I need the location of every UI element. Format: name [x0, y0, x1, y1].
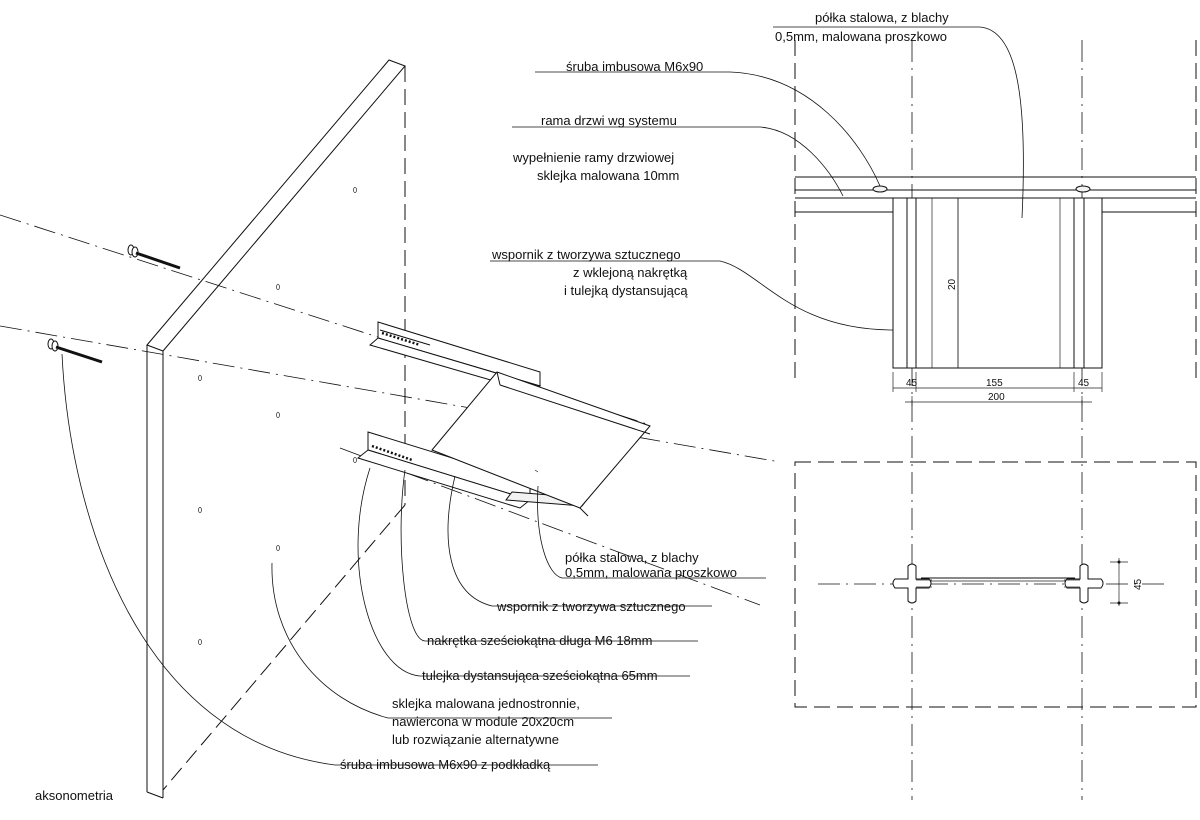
axo-sleeve-label: tulejka dystansująca sześciokątna 65mm [422, 668, 658, 683]
dim-height-value: 20 [947, 278, 958, 290]
plan-view: 45 [794, 461, 1197, 708]
axo-bolt-label: śruba imbusowa M6x90 z podkładką [340, 757, 551, 772]
section-shelf-label-line1: półka stalowa, z blachy [815, 10, 949, 25]
dim-total-value: 200 [988, 392, 1005, 403]
section-bracket-label-line3: i tulejką dystansującą [564, 283, 688, 298]
plywood-board [146, 59, 406, 799]
lower-axis-line [0, 325, 781, 463]
view-title: aksonometria [35, 788, 114, 803]
section-leaders [490, 26, 1024, 331]
plan-dimension: 45 [1110, 558, 1144, 606]
section-infill-label-line1: wypełnienie ramy drzwiowej [512, 150, 674, 165]
axo-bracket-label: wspornik z tworzywa sztucznego [496, 599, 686, 614]
plan-depth-value: 45 [1133, 578, 1144, 590]
section-bolt-head-left [872, 185, 888, 193]
bracket-section [892, 197, 1103, 369]
upper-bolt [127, 244, 181, 270]
dimension-widths: 45 155 45 200 [892, 372, 1103, 406]
axo-plywood-label-line1: sklejka malowana jednostronnie, [392, 696, 580, 711]
axo-shelf-label-line1: półka stalowa, z blachy [565, 550, 699, 565]
plan-connector-left [892, 563, 932, 604]
axo-shelf-label-line2: 0,5mm, malowana proszkowo [565, 565, 737, 580]
board-holes [198, 187, 357, 645]
axonometric-leaders [61, 353, 766, 766]
axonometric-view [0, 59, 781, 799]
dim-right-value: 45 [1078, 378, 1090, 389]
section-frame-label: rama drzwi wg systemu [541, 113, 677, 128]
plan-connector-right [1064, 563, 1104, 604]
lower-bracket [356, 431, 589, 509]
section-bolt-head-right [1075, 185, 1091, 193]
dim-middle-value: 155 [986, 378, 1003, 389]
axo-plywood-label-line3: lub rozwiązanie alternatywne [392, 732, 559, 747]
axonometric-label-group: półka stalowa, z blachy 0,5mm, malowana … [35, 550, 737, 803]
dimension-height: 20 [947, 198, 959, 368]
section-shelf-label-line2: 0,5mm, malowana proszkowo [775, 29, 947, 44]
axo-nut-label: nakrętka sześciokątna długa M6 18mm [427, 633, 652, 648]
dim-left-value: 45 [906, 378, 918, 389]
steel-shelf [431, 371, 651, 517]
section-bracket-label-line2: z wklejoną nakrętką [573, 265, 688, 280]
lower-bolt [47, 338, 103, 364]
section-bracket-label-line1: wspornik z tworzywa sztucznego [491, 247, 681, 262]
section-view: 20 45 155 45 200 półka stalowa, z blachy [490, 10, 1197, 800]
axo-plywood-label-line2: nawiercona w module 20x20cm [392, 714, 574, 729]
section-infill-label-line2: sklejka malowana 10mm [537, 168, 679, 183]
section-bolt-label: śruba imbusowa M6x90 [566, 59, 703, 74]
